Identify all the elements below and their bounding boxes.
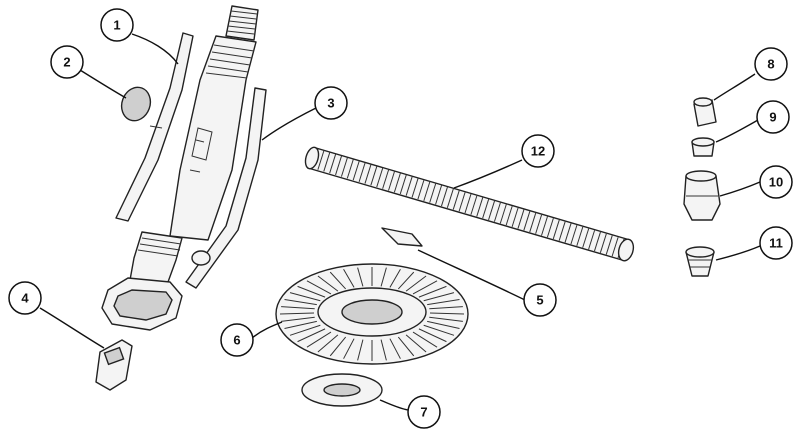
leader-lines [39,33,761,411]
part-7-washer [301,373,383,407]
part-4-clip [95,339,133,391]
callout-5: 5 [523,283,557,317]
leader-11 [715,245,761,261]
callout-11-label: 11 [769,236,783,251]
callout-4-label: 4 [21,291,29,306]
callout-1: 1 [100,8,134,42]
callout-7-label: 7 [420,405,427,420]
callout-5-label: 5 [536,293,543,308]
callout-9-label: 9 [769,110,776,125]
part-11-fitting [685,246,715,277]
callout-11: 11 [759,226,793,260]
part-3-strip [185,87,267,289]
callout-1-label: 1 [113,18,120,33]
leader-9 [715,119,759,143]
leader-8 [713,73,756,101]
callout-10: 10 [759,165,793,199]
callout-12: 12 [521,134,555,168]
callout-3: 3 [314,86,348,120]
leader-4 [39,307,105,349]
part-6-skirt [275,263,469,365]
leader-2 [79,69,127,99]
part-9-ring [691,137,715,157]
callout-2-label: 2 [63,55,70,70]
callout-4: 4 [8,281,42,315]
callout-3-label: 3 [327,96,334,111]
leader-5 [417,249,526,301]
part-5-flap [381,227,423,247]
callout-12-label: 12 [531,144,545,159]
leader-6 [251,321,283,339]
leader-10 [719,181,761,197]
leader-7 [379,399,409,411]
leader-12 [453,159,523,189]
leader-3 [261,107,317,141]
callout-7: 7 [407,395,441,429]
part-8-cap [693,97,717,127]
main-body-tube [101,5,259,331]
part-2-disc [120,86,152,122]
callout-6: 6 [220,323,254,357]
callout-6-label: 6 [233,333,240,348]
callout-9: 9 [756,100,790,134]
part-12-hose [304,146,635,262]
callout-10-label: 10 [769,175,783,190]
callout-8: 8 [754,47,788,81]
leader-1 [131,33,179,65]
callout-2: 2 [50,45,84,79]
part-10-valve [683,170,721,221]
part-1-strip [115,32,194,222]
callout-8-label: 8 [767,57,774,72]
